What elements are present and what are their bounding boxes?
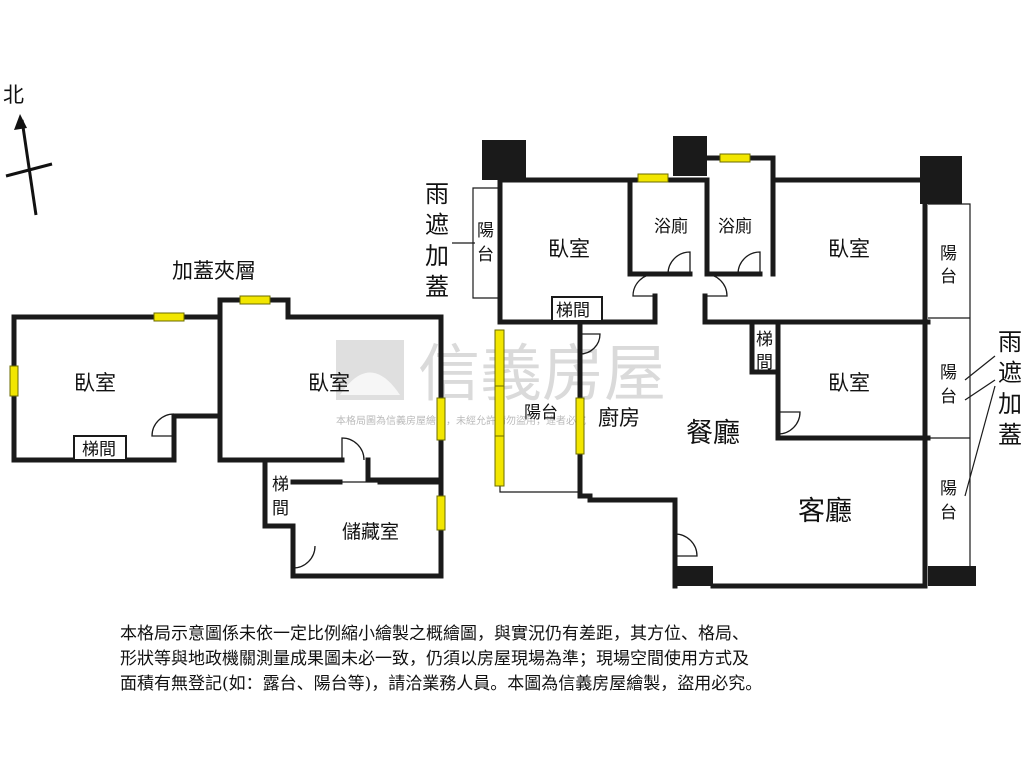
label-rain-shelter: 蓋: [425, 273, 449, 301]
structural-column: [482, 140, 526, 180]
north-compass: 北: [3, 83, 53, 216]
label-balcony: 陽: [940, 244, 957, 264]
window: [719, 153, 751, 163]
mezzanine-wall-storage: [262, 457, 444, 579]
mezzanine-title: 加蓋夾層: [172, 259, 256, 283]
label-rain-shelter: 遮: [998, 359, 1022, 387]
disclaimer-line: 本格局示意圖係未依一定比例縮小繪製之概繪圖，與實況仍有差距，其方位、格局、: [120, 624, 749, 644]
door-swing: [341, 437, 365, 461]
door-swing: [737, 251, 761, 275]
door-swing: [579, 333, 601, 355]
room-label-bedroom: 臥室: [74, 371, 116, 395]
structural-column: [928, 566, 976, 586]
room-label-stair: 梯: [272, 475, 289, 495]
window: [494, 385, 505, 437]
room-label-stair: 間: [756, 353, 773, 373]
north-arrow-icon: [14, 114, 27, 130]
balcony-outline: [472, 187, 500, 299]
label-balcony: 陽: [940, 363, 957, 383]
window: [637, 173, 669, 183]
disclaimer-line: 形狀等與地政機關測量成果圖未必一致，仍須以房屋現場為準；現場空間使用方式及: [120, 649, 749, 669]
label-rain-shelter: 雨: [425, 180, 449, 208]
window: [494, 329, 505, 387]
room-label-kitchen: 廚房: [598, 406, 640, 430]
compass-label: 北: [3, 83, 24, 107]
label-balcony: 台: [940, 387, 957, 407]
room-label-bathroom: 浴廁: [654, 216, 688, 237]
window: [494, 435, 505, 487]
door-swing: [674, 533, 698, 557]
window: [153, 312, 185, 322]
label-balcony: 陽: [477, 221, 494, 241]
door-swing: [704, 273, 728, 297]
room-label-stair: 間: [272, 499, 289, 519]
room-label-living: 客廳: [798, 496, 852, 527]
compass-needle: [20, 119, 38, 216]
wall-bedroom-mid: [775, 319, 931, 441]
window: [9, 365, 19, 397]
label-balcony: 陽: [940, 479, 957, 499]
leader-line: [964, 385, 996, 497]
room-label-bedroom: 臥室: [548, 237, 590, 261]
wall: [497, 177, 693, 277]
main-floor-plan: 雨 遮 加 蓋 陽 台 臥室 浴廁 浴廁 臥室 梯間 梯 間 陽 台 陽 台 陽…: [425, 136, 1022, 589]
label-balcony: 台: [940, 503, 957, 523]
wall: [497, 177, 558, 325]
window: [575, 397, 585, 455]
leader-line: [964, 379, 996, 401]
room-label-stair: 梯: [756, 330, 773, 350]
label-balcony: 台: [940, 267, 957, 287]
wall-right: [710, 177, 928, 589]
door-swing: [151, 413, 175, 437]
door-swing: [777, 411, 801, 435]
door-swing: [632, 273, 656, 297]
label-rain-shelter: 蓋: [998, 421, 1022, 449]
wall-stair-right: [749, 319, 781, 375]
label-rain-shelter: 雨: [998, 328, 1022, 356]
room-label-bedroom: 臥室: [828, 237, 870, 261]
structural-column: [673, 136, 707, 176]
mezzanine-plan: 加蓋夾層 臥室 臥室 梯間 梯 間 儲藏室: [9, 259, 446, 579]
watermark-brand: 信義房屋: [418, 337, 666, 410]
compass-crossbar: [5, 162, 53, 178]
leader-line: [964, 355, 996, 381]
room-label-bedroom: 臥室: [828, 371, 870, 395]
watermark: 信義房屋 本格局圖為信義房屋繪製，未經允許請勿盜用，違者必究: [336, 337, 666, 427]
stair-box: [73, 435, 127, 461]
watermark-subtext: 本格局圖為信義房屋繪製，未經允許請勿盜用，違者必究: [336, 414, 586, 427]
door-swing: [667, 251, 691, 275]
wall-kitchen: [577, 319, 678, 589]
label-rain-shelter: 遮: [425, 211, 449, 239]
window: [239, 295, 271, 305]
room-label-stair: 梯間: [556, 301, 590, 321]
window: [436, 495, 446, 531]
room-label-storage: 儲藏室: [342, 521, 399, 543]
disclaimer-line: 面積有無登記(如：露台、陽台等)，請洽業務人員。本圖為信義房屋繪製，盜用必究。: [120, 674, 763, 694]
door-swing: [292, 545, 316, 569]
room-label-dining: 餐廳: [686, 418, 740, 449]
mezzanine-wall-right-step: [365, 457, 444, 483]
structural-column: [673, 566, 713, 586]
stair-box: [551, 296, 603, 322]
label-rain-shelter: 加: [425, 242, 449, 270]
label-rain-shelter: 加: [998, 390, 1022, 418]
brand-logo-icon: [336, 340, 404, 400]
room-label-bathroom: 浴廁: [718, 216, 752, 237]
label-balcony: 台: [477, 245, 494, 265]
mezzanine-wall-left-bottom: [11, 314, 223, 463]
window: [436, 397, 446, 441]
disclaimer: 本格局示意圖係未依一定比例縮小繪製之概繪圖，與實況仍有差距，其方位、格局、 形狀…: [120, 622, 920, 697]
room-label-stair: 梯間: [82, 440, 116, 460]
label-balcony: 陽台: [524, 403, 558, 423]
balcony-outline: [928, 203, 971, 583]
room-label-bedroom: 臥室: [308, 371, 350, 395]
